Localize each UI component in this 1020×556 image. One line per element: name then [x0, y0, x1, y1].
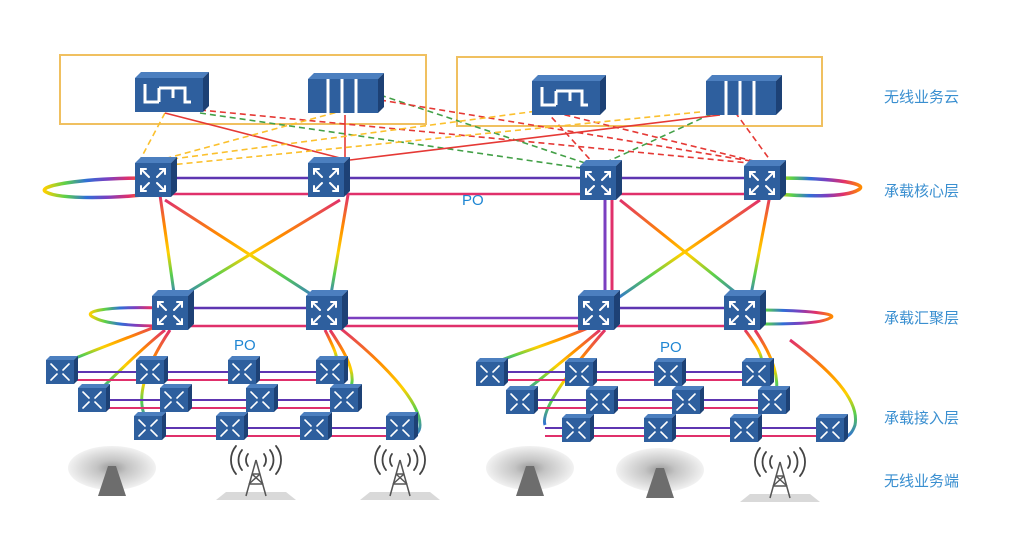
switch-icon	[135, 355, 169, 385]
switch-icon	[671, 385, 705, 415]
server-icon	[133, 70, 211, 114]
radio-tower-icon	[739, 447, 821, 503]
terminals	[68, 445, 821, 503]
switch-icon	[307, 156, 351, 198]
switch-icon	[227, 355, 261, 385]
switch-icon	[729, 413, 763, 443]
switch-icon	[45, 355, 79, 385]
switch-icon	[305, 289, 349, 331]
switch-icon	[215, 411, 249, 441]
po-label-core: PO	[462, 192, 484, 209]
core-ring	[42, 176, 863, 200]
layer-label-core: 承载核心层	[884, 182, 960, 200]
layer-label-access: 承载接入层	[884, 409, 960, 427]
switch-icon	[577, 289, 621, 331]
switch-icon	[653, 357, 687, 387]
switch-icon	[815, 413, 849, 443]
switch-icon	[329, 383, 363, 413]
switch-icon	[134, 156, 178, 198]
switch-icon	[77, 383, 111, 413]
layer-label-terminal: 无线业务端	[884, 472, 960, 490]
layer-label-cloud: 无线业务云	[884, 88, 960, 106]
wireless-coverage-icon	[616, 448, 704, 498]
switch-icon	[579, 159, 623, 201]
switch-icon	[315, 355, 349, 385]
po-label-aggregation-left: PO	[234, 337, 256, 354]
server-icon	[306, 71, 386, 115]
switch-icon	[505, 385, 539, 415]
switch-icon	[757, 385, 791, 415]
switch-icon	[299, 411, 333, 441]
switch-icon	[643, 413, 677, 443]
cloud-core-links	[139, 94, 776, 171]
switch-icon	[585, 385, 619, 415]
radio-tower-icon	[215, 445, 297, 501]
radio-tower-icon	[359, 445, 441, 501]
aggregation-switches	[151, 289, 767, 331]
server-icon	[530, 73, 608, 117]
switch-icon	[245, 383, 279, 413]
layer-label-aggregation: 承载汇聚层	[884, 309, 960, 327]
aggregation-ring	[88, 306, 834, 328]
switch-icon	[564, 357, 598, 387]
switch-icon	[741, 357, 775, 387]
cloud-servers	[133, 70, 784, 117]
switch-icon	[475, 357, 509, 387]
switch-icon	[159, 383, 193, 413]
cloud-frames	[59, 54, 823, 127]
server-icon	[704, 73, 784, 117]
wireless-coverage-icon	[486, 446, 574, 496]
switch-icon	[133, 411, 167, 441]
switch-icon	[561, 413, 595, 443]
cloud-frame-right	[456, 56, 823, 127]
po-label-aggregation-right: PO	[660, 339, 682, 356]
switch-icon	[743, 159, 787, 201]
core-aggregation-links	[158, 194, 772, 302]
switch-icon	[723, 289, 767, 331]
access-links-right	[489, 323, 858, 439]
switch-icon	[151, 289, 195, 331]
po-labels: PO PO PO	[234, 192, 682, 356]
wireless-coverage-icon	[68, 446, 156, 496]
cloud-frame-left	[59, 54, 427, 125]
switch-icon	[385, 411, 419, 441]
